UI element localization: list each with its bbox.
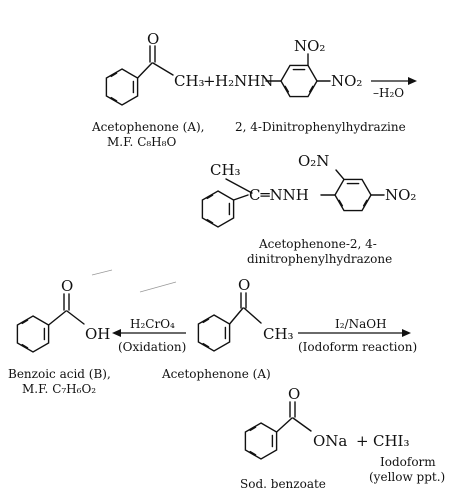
oxidation-condition-label: (Oxidation) [118, 340, 186, 354]
oxidation-arrow: H₂CrO₄ (Oxidation) [112, 317, 186, 354]
hydrazine-group-label: H₂NHN [215, 72, 273, 90]
salt-ona-label: ONa [313, 432, 347, 450]
center-carbonyl-oxygen-label: O [238, 276, 250, 294]
hydrazone-para-nitro-label: NO₂ [385, 186, 416, 204]
hydrazone-structure: CH₃ C═NNH O₂N NO₂ [201, 152, 416, 228]
iodoform-formula-label: CHI₃ [373, 432, 410, 450]
acetophenone-caption-line1: Acetophenone (A), [91, 120, 205, 134]
acetophenone-caption-line2: M.F. C₈H₈O [107, 135, 176, 149]
hydrazone-methyl-label: CH₃ [210, 161, 241, 179]
sodium-benzoate-structure: O ONa [244, 385, 347, 460]
scan-mark [139, 281, 177, 293]
benzoic-acid-structure: O OH [16, 277, 110, 353]
acid-hydroxyl-label: OH [85, 325, 110, 343]
center-acetophenone-caption: Acetophenone (A) [161, 367, 271, 381]
center-methyl-label: CH₃ [263, 325, 294, 343]
plus-sign-2: + [356, 432, 369, 450]
iodoform-arrow: I₂/NaOH (Iodoform reaction) [298, 317, 417, 354]
hydrazone-caption-line2: dinitrophenylhydrazone [247, 252, 392, 266]
plus-sign: + [203, 72, 216, 90]
ortho-nitro-label: NO₂ [294, 37, 325, 55]
benzoic-acid-caption-line2: M.F. C₇H₆O₂ [22, 382, 96, 396]
benzoic-acid-caption-line1: Benzoic acid (B), [8, 367, 111, 381]
para-nitro-label: NO₂ [331, 72, 362, 90]
dnph-structure: H₂NHN NO₂ NO₂ [215, 37, 362, 98]
dnph-caption: 2, 4-Dinitrophenylhydrazine [235, 120, 406, 134]
scan-mark [91, 269, 113, 276]
iodoform-caption-line1: Iodoform [380, 455, 436, 469]
methyl-label: CH₃ [174, 72, 205, 90]
iodoform-reagent-label: I₂/NaOH [335, 317, 387, 331]
hydrazone-ortho-nitro-label: O₂N [298, 152, 329, 170]
reaction-arrow-1: –H₂O [371, 77, 417, 100]
acid-carbonyl-oxygen-label: O [61, 277, 73, 295]
acetophenone-structure-top: O CH₃ [105, 30, 205, 106]
iodoform-condition-label: (Iodoform reaction) [298, 340, 417, 354]
salt-carbonyl-oxygen-label: O [288, 385, 300, 403]
acetophenone-structure-center: O CH₃ [197, 276, 294, 352]
iodoform-caption-line2: (yellow ppt.) [369, 470, 445, 484]
sodium-benzoate-caption: Sod. benzoate [240, 477, 326, 491]
oxidation-reagent-label: H₂CrO₄ [130, 317, 175, 331]
arrow-condition-label: –H₂O [373, 86, 404, 100]
imine-linkage-label: C═NNH [249, 186, 309, 204]
hydrazone-caption-line1: Acetophenone-2, 4- [258, 237, 377, 251]
carbonyl-oxygen-label: O [147, 30, 159, 48]
